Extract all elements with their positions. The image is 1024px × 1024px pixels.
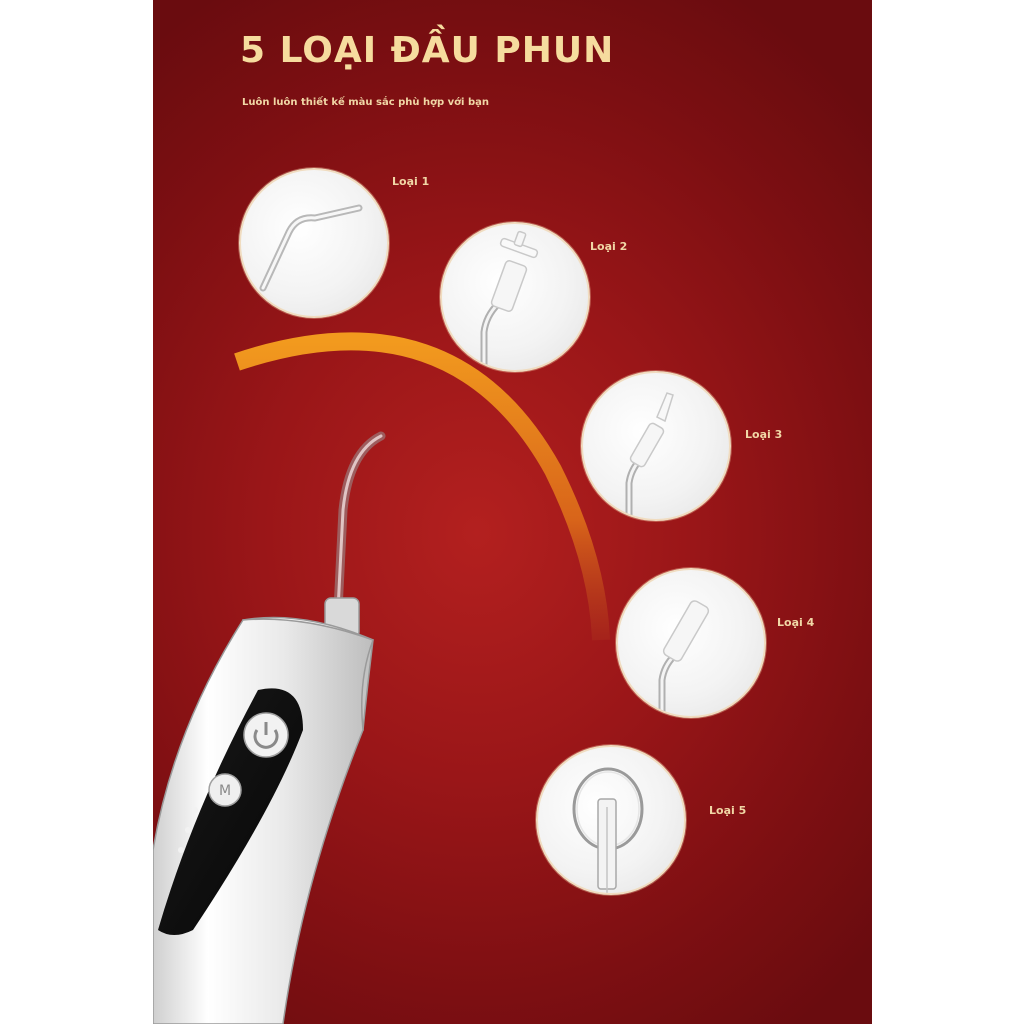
nozzle-2-image [440,222,590,372]
water-flosser-device: M [153,431,386,1024]
nozzle-1-label: Loại 1 [392,175,430,188]
nozzle-5-label: Loại 5 [709,804,747,817]
nozzle-2-label: Loại 2 [590,240,628,253]
decorative-arc [234,332,610,641]
nozzle-3-label: Loại 3 [745,428,783,441]
product-banner: 5 LOẠI ĐẦU PHUN Luôn luôn thiết kế màu s… [153,0,872,1024]
page-subtitle: Luôn luôn thiết kế màu sắc phù hợp với b… [242,97,489,108]
nozzle-1-image [239,168,389,318]
nozzle-4-image [616,568,766,718]
power-icon [253,729,279,749]
mode-m-icon: M [219,783,231,799]
nozzle-4-label: Loại 4 [777,616,815,629]
page-title: 5 LOẠI ĐẦU PHUN [240,30,615,71]
nozzle-5-image [536,745,686,895]
nozzle-3-image [581,371,731,521]
